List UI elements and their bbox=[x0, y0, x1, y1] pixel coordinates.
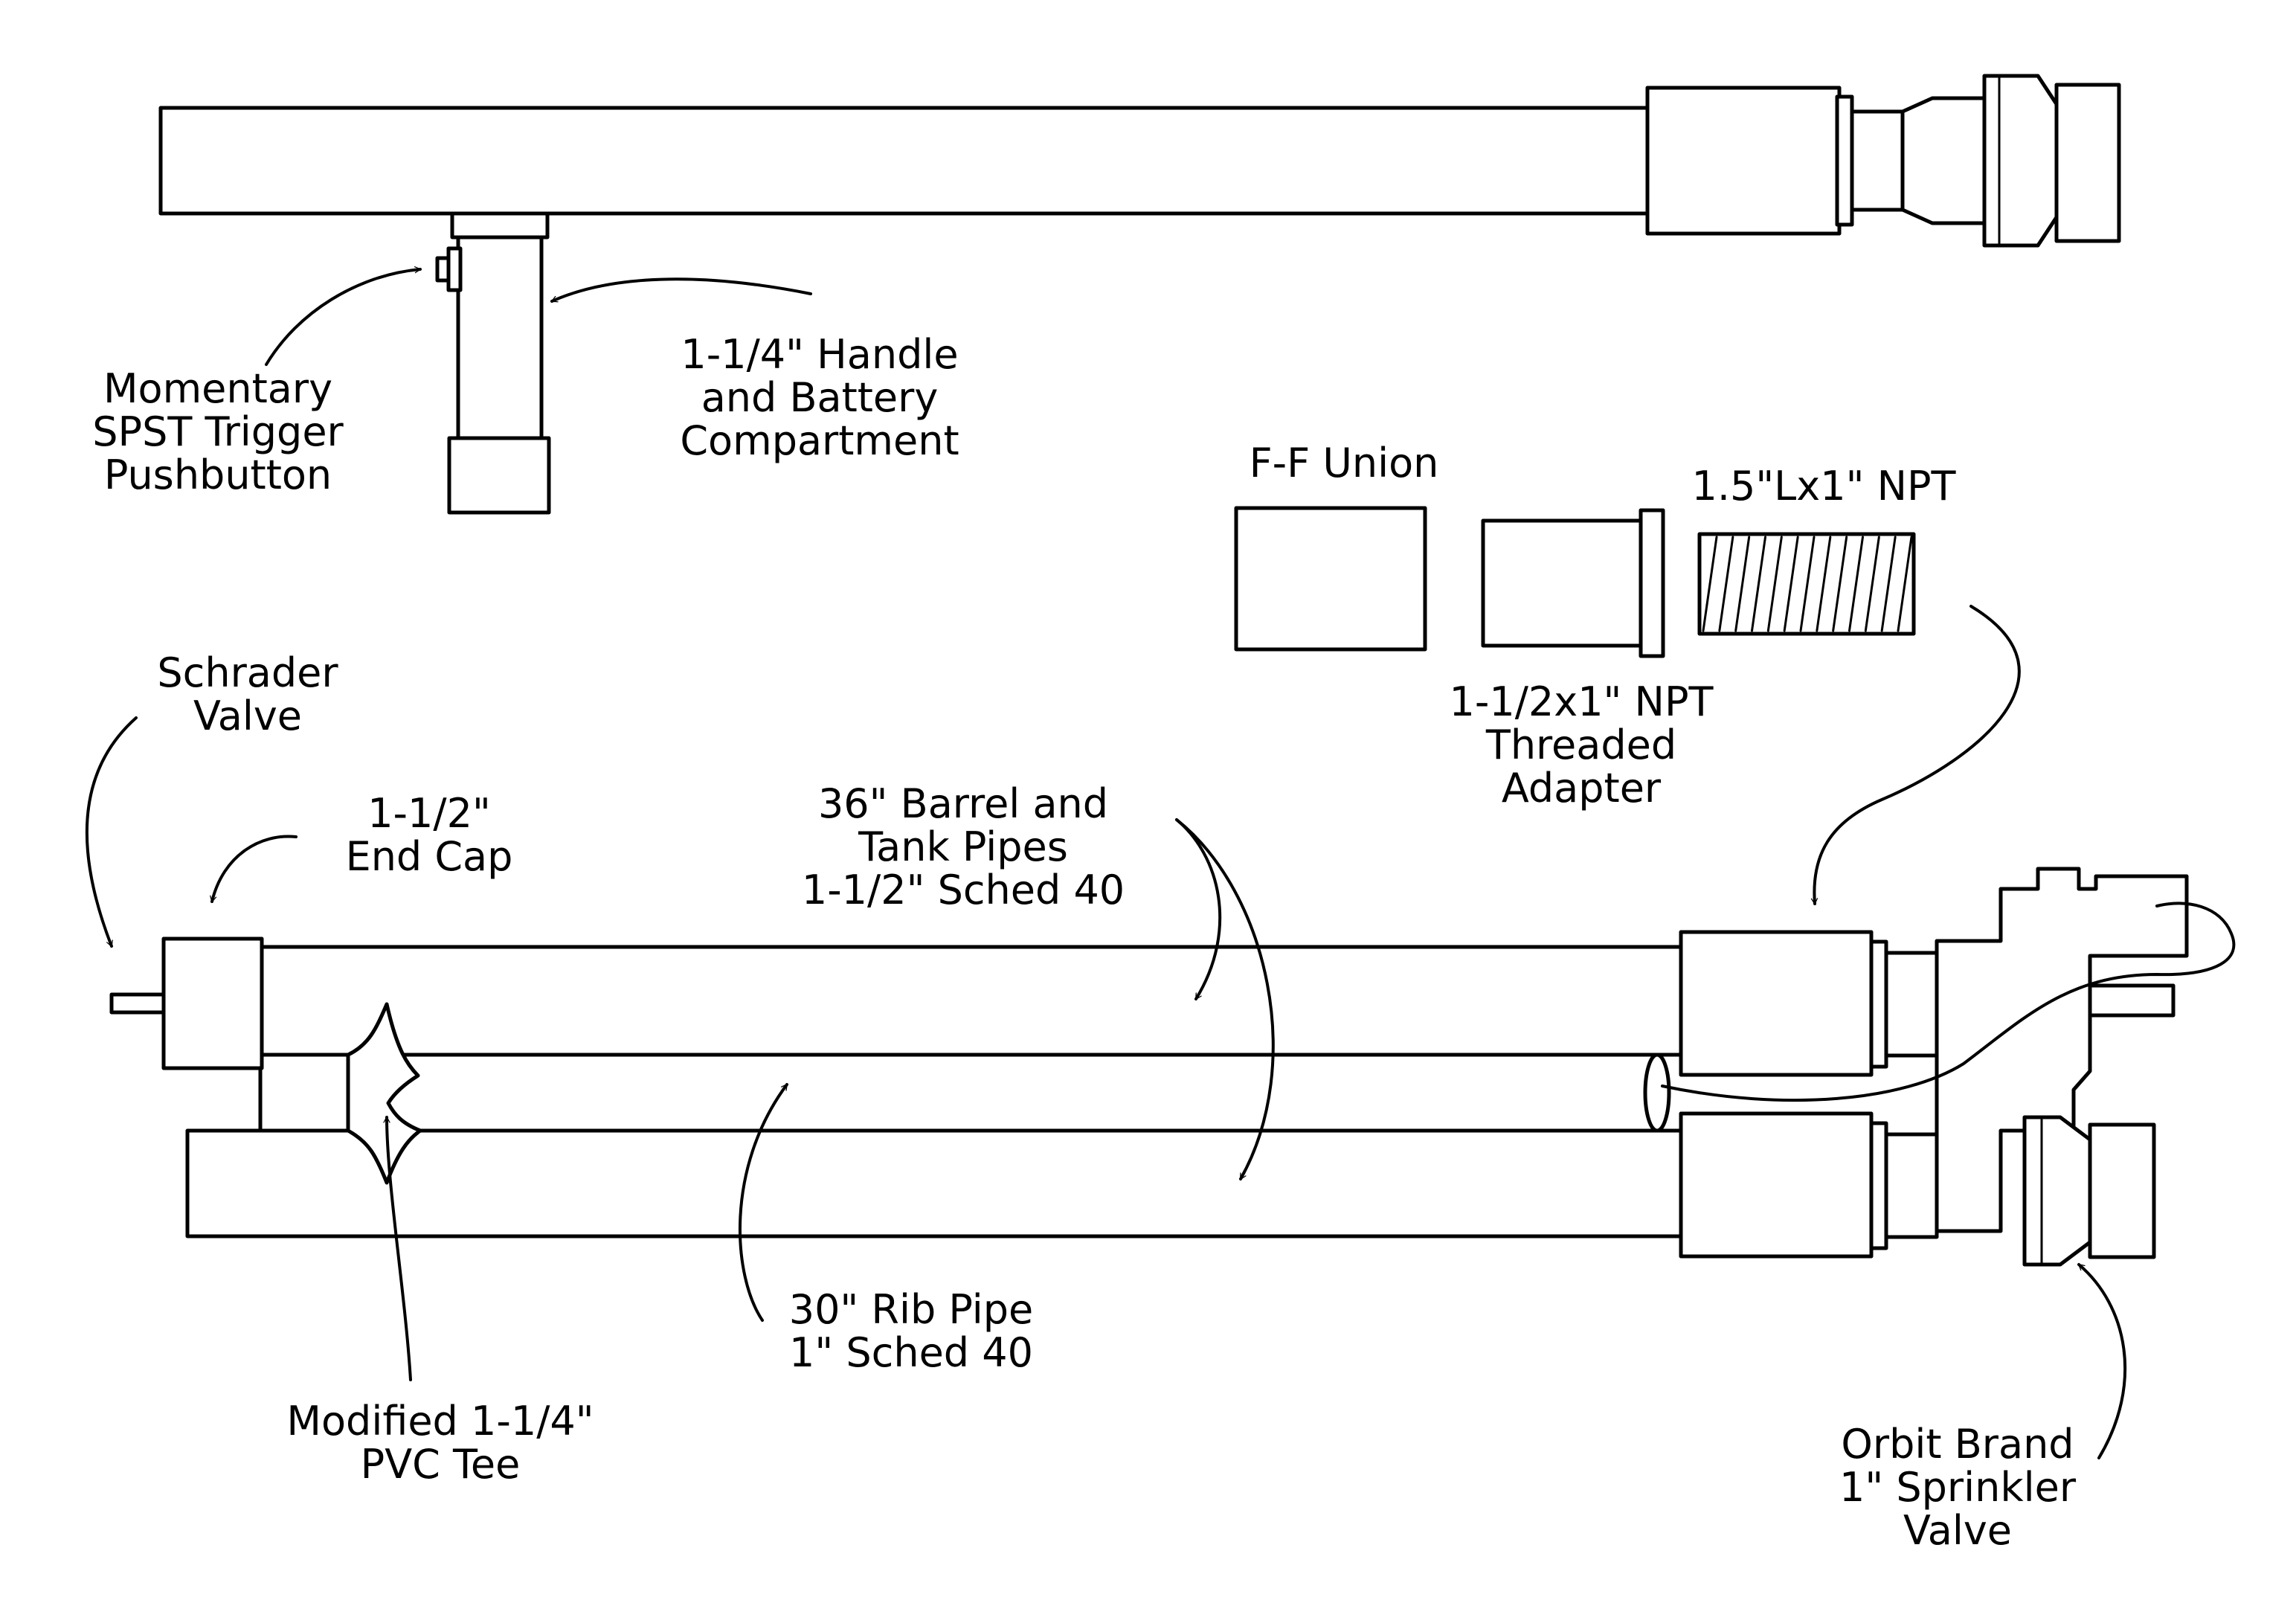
label-rib-pipe-line1: 30" Rib Pipe bbox=[788, 1286, 1034, 1333]
pvc-tee bbox=[346, 1002, 422, 1185]
label-rib-pipe: 30" Rib Pipe 1" Sched 40 bbox=[789, 1288, 1034, 1375]
top-threaded-adapter bbox=[1645, 86, 1842, 236]
end-cap bbox=[161, 936, 264, 1070]
npt-nipple-part bbox=[1697, 532, 1916, 636]
label-threaded-adapter: 1-1/2x1" NPT Threaded Adapter bbox=[1449, 681, 1713, 810]
label-handle-line3: Compartment bbox=[680, 417, 959, 464]
thread-line bbox=[1702, 536, 1718, 632]
thread-line bbox=[1751, 536, 1766, 632]
label-barrel-tank-line1: 36" Barrel and bbox=[817, 780, 1109, 827]
thread-line bbox=[1783, 536, 1799, 632]
tank-adapter bbox=[1679, 1111, 1874, 1259]
label-trigger-line1: Momentary bbox=[103, 365, 333, 412]
thread-line bbox=[1734, 536, 1751, 632]
thread-line bbox=[1718, 536, 1734, 632]
thread-line bbox=[1848, 536, 1864, 632]
top-valve-taper bbox=[1900, 96, 1987, 225]
label-handle-line1: 1-1/4" Handle bbox=[681, 331, 959, 378]
label-threaded-adapter-line1: 1-1/2x1" NPT bbox=[1449, 678, 1714, 725]
ff-union-part bbox=[1234, 506, 1427, 652]
thread-line bbox=[1799, 536, 1816, 632]
bottom-assembly bbox=[109, 867, 2236, 1267]
label-sprinkler-line1: Orbit Brand bbox=[1841, 1421, 2074, 1468]
threaded-adapter-flange bbox=[1639, 508, 1665, 658]
label-pvc-tee-line1: Modified 1-1/4" bbox=[286, 1398, 594, 1445]
tank-pipe bbox=[185, 1128, 1683, 1238]
thread-line bbox=[1880, 536, 1897, 632]
label-pvc-tee: Modified 1-1/4" PVC Tee bbox=[286, 1400, 594, 1486]
schrader-valve bbox=[109, 992, 166, 1015]
thread-line bbox=[1816, 536, 1832, 632]
trigger-wire bbox=[1661, 902, 2236, 1102]
thread-line bbox=[1897, 536, 1913, 632]
sprinkler-valve-body bbox=[1935, 867, 2189, 1233]
label-handle: 1-1/4" Handle and Battery Compartment bbox=[680, 333, 959, 463]
thread-line bbox=[1832, 536, 1848, 632]
label-ff-union: F-F Union bbox=[1250, 442, 1439, 485]
label-trigger-line3: Pushbutton bbox=[103, 452, 332, 498]
top-npt-nipple bbox=[1850, 109, 1906, 212]
top-handle-collar bbox=[450, 211, 550, 240]
label-threaded-adapter-line3: Adapter bbox=[1501, 765, 1662, 812]
label-ff-union-line1: F-F Union bbox=[1249, 440, 1439, 486]
leader-arrows bbox=[85, 266, 2127, 1459]
label-trigger-line2: SPST Trigger bbox=[92, 408, 344, 455]
top-valve-body bbox=[1982, 74, 2059, 248]
barrel-adapter bbox=[1679, 930, 1874, 1077]
solenoid bbox=[2088, 983, 2176, 1018]
rib-pipe bbox=[258, 1053, 1661, 1133]
sprinkler-valve-outlet bbox=[2088, 1122, 2156, 1259]
label-pvc-tee-line2: PVC Tee bbox=[360, 1441, 521, 1488]
label-threaded-adapter-line2: Threaded bbox=[1485, 722, 1677, 768]
label-schrader-line1: Schrader bbox=[157, 649, 338, 696]
label-schrader: Schrader Valve bbox=[157, 652, 338, 738]
trigger-mount bbox=[446, 246, 463, 292]
label-end-cap: 1-1/2" End Cap bbox=[346, 792, 513, 878]
label-barrel-tank-line3: 1-1/2" Sched 40 bbox=[801, 867, 1125, 913]
label-schrader-line2: Valve bbox=[193, 693, 303, 739]
label-sprinkler: Orbit Brand 1" Sprinkler Valve bbox=[1839, 1423, 2076, 1552]
thread-line bbox=[1766, 536, 1783, 632]
rib-pipe-end bbox=[1643, 1053, 1671, 1133]
top-adapter-flange bbox=[1835, 94, 1854, 227]
label-npt-nipple-line1: 1.5"Lx1" NPT bbox=[1691, 463, 1956, 510]
label-end-cap-line2: End Cap bbox=[345, 833, 513, 880]
label-barrel-tank-line2: Tank Pipes bbox=[858, 823, 1068, 870]
top-assembly bbox=[158, 74, 2121, 515]
top-barrel-pipe bbox=[158, 106, 1659, 216]
label-rib-pipe-line2: 1" Sched 40 bbox=[789, 1329, 1033, 1376]
top-valve-outlet bbox=[2054, 83, 2121, 243]
label-sprinkler-line3: Valve bbox=[1903, 1507, 2013, 1554]
label-barrel-tank: 36" Barrel and Tank Pipes 1-1/2" Sched 4… bbox=[802, 783, 1125, 912]
thread-line bbox=[1864, 536, 1880, 632]
barrel-pipe bbox=[258, 945, 1683, 1057]
top-handle-tube bbox=[456, 235, 544, 440]
sprinkler-valve-outlet-taper bbox=[2022, 1115, 2092, 1267]
label-trigger: Momentary SPST Trigger Pushbutton bbox=[92, 367, 344, 497]
threaded-adapter-body bbox=[1481, 518, 1643, 648]
label-npt-nipple: 1.5"Lx1" NPT bbox=[1691, 465, 1955, 508]
top-handle-cap bbox=[447, 436, 551, 515]
exploded-parts bbox=[1234, 506, 1916, 658]
label-sprinkler-line2: 1" Sprinkler bbox=[1839, 1464, 2077, 1511]
label-end-cap-line1: 1-1/2" bbox=[367, 790, 491, 837]
label-handle-line2: and Battery bbox=[701, 374, 939, 421]
